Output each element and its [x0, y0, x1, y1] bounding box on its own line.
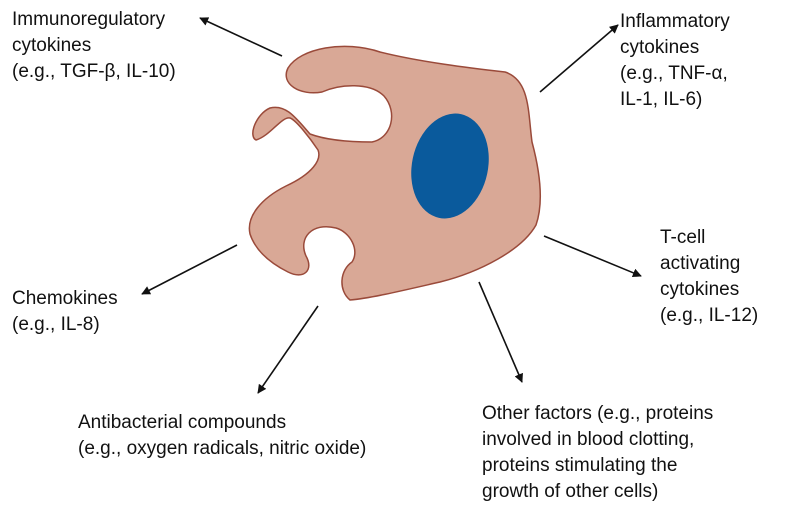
- tcell-line1: T-cell: [660, 227, 706, 248]
- other-line4: growth of other cells): [482, 481, 659, 502]
- antibacterial-line2: (e.g., oxygen radicals, nitric oxide): [78, 438, 367, 459]
- arrow-to-tcell: [543, 235, 642, 278]
- label-inflammatory-cytokines: Inflammatory cytokines (e.g., TNF-α, IL-…: [620, 9, 730, 113]
- arrow-to-antibacterial: [257, 305, 319, 394]
- chemokines-line1: Chemokines: [12, 288, 118, 309]
- macrophage-cell-body: [248, 45, 542, 301]
- other-line1: Other factors (e.g., proteins: [482, 403, 714, 424]
- other-line3: proteins stimulating the: [482, 455, 678, 476]
- immunoregulatory-line1: Immunoregulatory: [12, 9, 166, 30]
- arrow-to-inflammatory: [539, 24, 619, 93]
- immunoregulatory-line3: (e.g., TGF-β, IL-10): [12, 61, 176, 82]
- label-immunoregulatory-cytokines: Immunoregulatory cytokines (e.g., TGF-β,…: [12, 7, 176, 85]
- inflammatory-line2: cytokines: [620, 37, 700, 58]
- arrow-to-chemokines: [141, 244, 238, 295]
- inflammatory-line3: (e.g., TNF-α,: [620, 63, 728, 84]
- antibacterial-line1: Antibacterial compounds: [78, 412, 287, 433]
- tcell-line4: (e.g., IL-12): [660, 305, 759, 326]
- chemokines-line2: (e.g., IL-8): [12, 314, 100, 335]
- arrow-to-other-factors: [478, 281, 523, 383]
- arrow-to-immunoregulatory: [199, 17, 283, 57]
- tcell-line3: cytokines: [660, 279, 740, 300]
- cell-nucleus: [411, 113, 489, 219]
- immunoregulatory-line2: cytokines: [12, 35, 92, 56]
- other-line2: involved in blood clotting,: [482, 429, 695, 450]
- tcell-line2: activating: [660, 253, 741, 274]
- label-tcell-activating-cytokines: T-cell activating cytokines (e.g., IL-12…: [660, 225, 758, 329]
- inflammatory-line1: Inflammatory: [620, 11, 730, 32]
- label-antibacterial-compounds: Antibacterial compounds (e.g., oxygen ra…: [78, 410, 366, 462]
- inflammatory-line4: IL-1, IL-6): [620, 89, 703, 110]
- label-other-factors: Other factors (e.g., proteins involved i…: [482, 401, 713, 505]
- label-chemokines: Chemokines (e.g., IL-8): [12, 286, 118, 338]
